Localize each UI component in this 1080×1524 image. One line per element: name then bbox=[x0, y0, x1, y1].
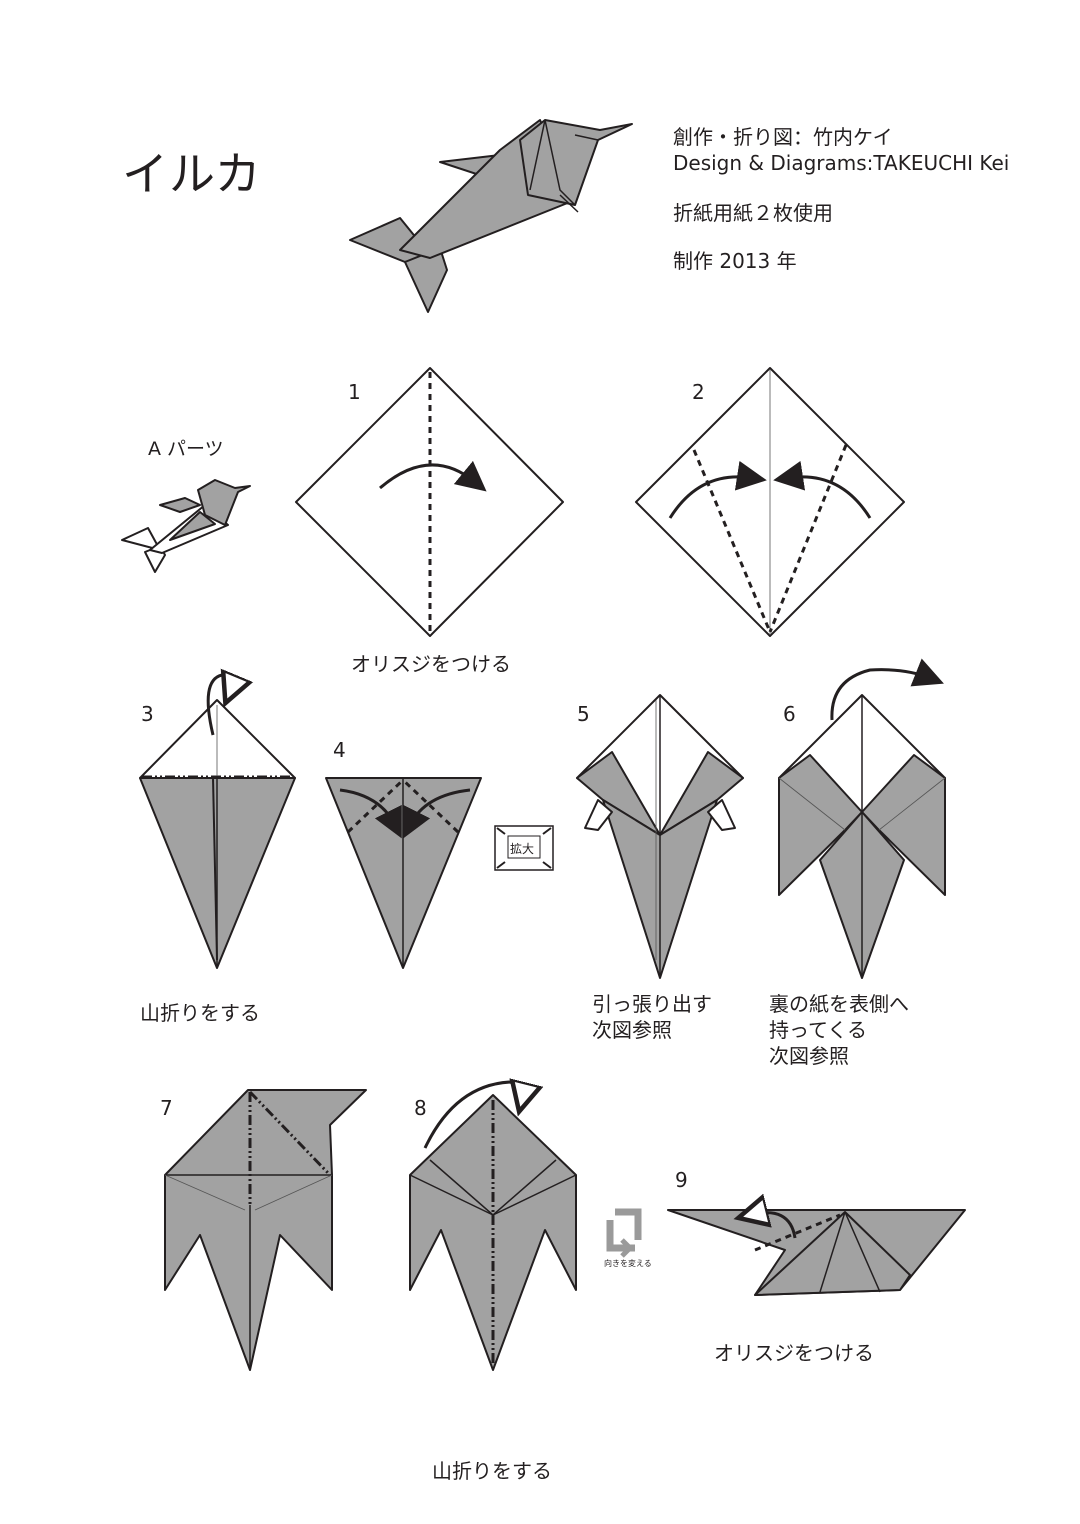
step-number-6: 6 bbox=[783, 702, 796, 726]
part-label: A パーツ bbox=[148, 438, 224, 460]
step-6-diagram bbox=[778, 658, 946, 979]
step-2-diagram bbox=[635, 367, 905, 637]
step-number-8: 8 bbox=[414, 1096, 427, 1120]
step-5-diagram bbox=[576, 694, 744, 979]
step-7-diagram bbox=[164, 1089, 367, 1371]
step-3-caption: 山折りをする bbox=[140, 1001, 260, 1025]
step-number-7: 7 bbox=[160, 1096, 173, 1120]
page-title: イルカ bbox=[122, 147, 262, 201]
turn-over-icon bbox=[606, 1208, 642, 1258]
step-3-diagram bbox=[139, 675, 296, 969]
step-6-caption-line3: 次図参照 bbox=[769, 1044, 849, 1068]
step-9-diagram bbox=[667, 1210, 966, 1296]
step-5-caption-line2: 次図参照 bbox=[592, 1018, 672, 1042]
part-a-thumbnail bbox=[121, 479, 251, 573]
step-5-caption-line1: 引っ張り出す bbox=[592, 992, 712, 1016]
step-8-diagram bbox=[409, 1082, 577, 1371]
finished-dolphin-illustration bbox=[349, 119, 633, 313]
credit-japanese: 創作・折り図：竹内ケイ bbox=[673, 125, 893, 149]
step-number-2: 2 bbox=[692, 380, 705, 404]
turn-over-label: 向きを変える bbox=[604, 1259, 652, 1268]
step-9-caption: オリスジをつける bbox=[714, 1341, 874, 1365]
step-number-3: 3 bbox=[141, 702, 154, 726]
step-8-caption: 山折りをする bbox=[432, 1459, 552, 1483]
step-6-caption-line1: 裏の紙を表側へ bbox=[769, 992, 909, 1016]
step-number-1: 1 bbox=[348, 380, 361, 404]
step-number-5: 5 bbox=[577, 702, 590, 726]
step-1-diagram bbox=[295, 367, 564, 637]
step-4-diagram bbox=[325, 777, 482, 969]
step-number-4: 4 bbox=[333, 738, 346, 762]
zoom-label: 拡大 bbox=[510, 842, 535, 856]
zoom-symbol bbox=[494, 825, 554, 871]
creation-year: 制作 2013 年 bbox=[673, 249, 797, 273]
credit-english: Design & Diagrams:TAKEUCHI Kei bbox=[673, 151, 1010, 175]
step-6-caption-line2: 持ってくる bbox=[769, 1018, 867, 1042]
step-1-caption: オリスジをつける bbox=[351, 652, 511, 676]
step-number-9: 9 bbox=[675, 1168, 688, 1192]
paper-usage: 折紙用紙２枚使用 bbox=[673, 201, 833, 225]
